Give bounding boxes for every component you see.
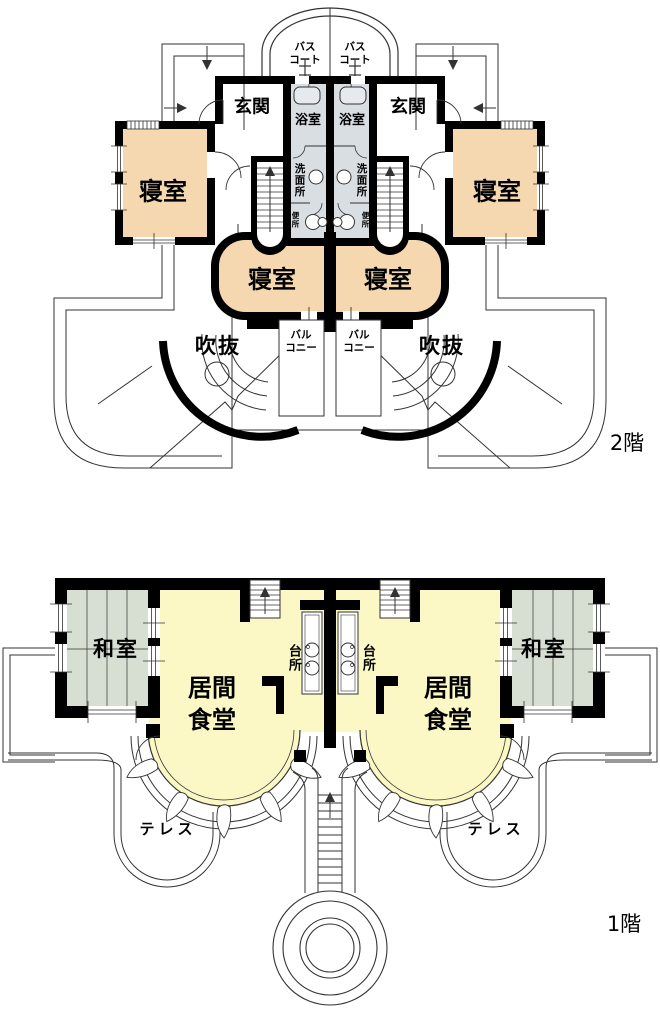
floor2-deck-outlines <box>53 43 607 469</box>
stairs-right-1f <box>379 579 411 619</box>
floor2-name: 2階 <box>609 430 645 455</box>
japanese-room-left <box>50 590 165 723</box>
balconies <box>247 318 413 417</box>
japanese-room-label-left: 和室 <box>93 636 139 661</box>
kitchen-label-right: 台所 <box>359 644 375 672</box>
kitchen-left <box>301 611 323 695</box>
bath-court-label-right: バスコート <box>339 41 371 66</box>
party-wall-2f <box>324 232 336 332</box>
living-dining-label-left: 居間食堂 <box>188 674 236 734</box>
void-circle-right <box>430 361 456 387</box>
void-label-left: 吹抜 <box>195 333 241 358</box>
kitchen-label-left: 台所 <box>285 644 301 672</box>
entrance-label-left: 玄関 <box>234 96 270 118</box>
void-wall-left <box>159 340 300 441</box>
entry-walkway <box>292 767 368 902</box>
bedroom-label-right: 寝室 <box>473 177 521 206</box>
void-label-right: 吹抜 <box>419 333 465 358</box>
entrance-label-right: 玄関 <box>390 96 426 118</box>
balcony-label-right: バルコニー <box>343 329 375 354</box>
stairs-left-2f <box>251 156 289 255</box>
bay-door-fans-right <box>338 757 534 839</box>
japanese-room-label-right: 和室 <box>521 636 567 661</box>
living-dining-label-right: 居間食堂 <box>424 674 472 734</box>
entry-circle <box>272 890 388 1006</box>
floor2-plan <box>53 7 607 469</box>
toilet-label-left: 便所 <box>290 211 300 229</box>
bathroom-label-right: 浴室 <box>338 113 366 129</box>
void-wall-right <box>360 340 501 441</box>
bedroom-left-block <box>111 120 242 249</box>
bedroom-label-left: 寝室 <box>139 177 187 206</box>
toilet-label-right: 便所 <box>360 211 370 229</box>
floor1-plan <box>2 578 658 1006</box>
stairs-left-1f <box>249 579 281 619</box>
bedroom-right-block <box>418 120 549 249</box>
balcony-label-left: バルコニー <box>285 329 317 354</box>
bay-door-fans-left <box>126 757 322 839</box>
washroom-label-right: 洗面所 <box>355 162 368 198</box>
bay-junction-arc-left <box>135 735 161 761</box>
bedroom-label-center-left: 寝室 <box>248 265 296 294</box>
kitchen-right <box>337 611 359 695</box>
terrace-label-left: テレス <box>139 820 197 839</box>
void-circle-left <box>204 361 230 387</box>
stairs-right-2f <box>371 156 409 255</box>
floor1-name: 1階 <box>606 911 642 936</box>
japanese-room-right <box>495 590 610 723</box>
bay-junction-arc-right <box>499 735 525 761</box>
terrace-label-right: テレス <box>467 820 525 839</box>
bath-court-label-left: バスコート <box>289 41 321 66</box>
washroom-label-left: 洗面所 <box>293 162 306 198</box>
bathroom-label-left: 浴室 <box>294 113 322 129</box>
floor1-terrace-outlines <box>2 647 658 888</box>
bath-court <box>261 7 399 84</box>
bedroom-label-center-right: 寝室 <box>364 265 412 294</box>
